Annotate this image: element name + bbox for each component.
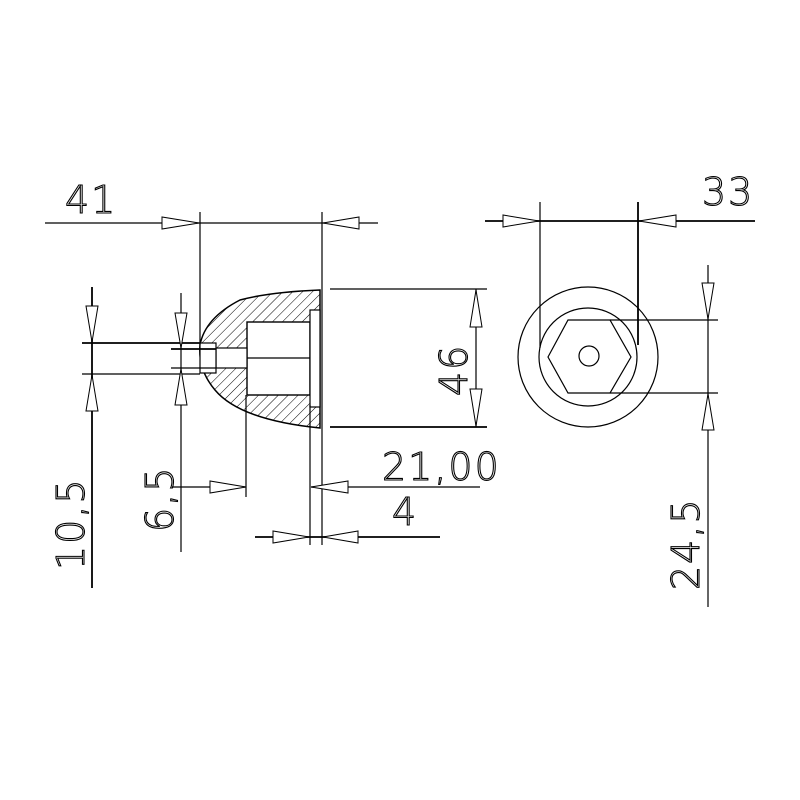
dim-4-label: 4	[392, 490, 418, 534]
hex-socket	[547, 319, 632, 394]
arrow-icon	[174, 368, 188, 406]
arrow-icon	[322, 216, 360, 230]
dim-41-label: 41	[65, 178, 117, 222]
arrow-icon	[310, 480, 349, 494]
outer-circle	[517, 286, 659, 428]
arrow-icon	[174, 312, 188, 349]
arrow-icon	[161, 216, 200, 230]
arrow-icon	[469, 289, 483, 328]
pin-channel	[215, 347, 248, 369]
dim-46-label: 46	[432, 344, 476, 396]
side-section-view: 46 41 10,5 6,5 21,00 4	[45, 177, 501, 588]
center-hole	[578, 345, 600, 367]
dim-24-5-label: 24,5	[664, 497, 708, 590]
collar-recess	[309, 309, 321, 408]
arrow-icon	[85, 374, 99, 412]
inner-circle	[538, 307, 638, 407]
arrow-icon	[701, 282, 715, 320]
arrow-icon	[322, 530, 359, 544]
arrow-icon	[469, 388, 483, 427]
arrow-icon	[209, 480, 247, 494]
arrow-icon	[638, 214, 677, 228]
arrow-icon	[701, 393, 715, 431]
dim-33-label: 33	[702, 170, 754, 214]
dim-10-5-label: 10,5	[49, 477, 93, 570]
dim-21-00-label: 21,00	[382, 445, 501, 489]
arrow-icon	[502, 214, 540, 228]
arrow-icon	[85, 305, 99, 343]
arrow-icon	[272, 530, 310, 544]
dim-6-5-label: 6,5	[138, 466, 182, 532]
end-view: 33 24,5	[485, 169, 755, 607]
pin-head	[199, 342, 217, 374]
